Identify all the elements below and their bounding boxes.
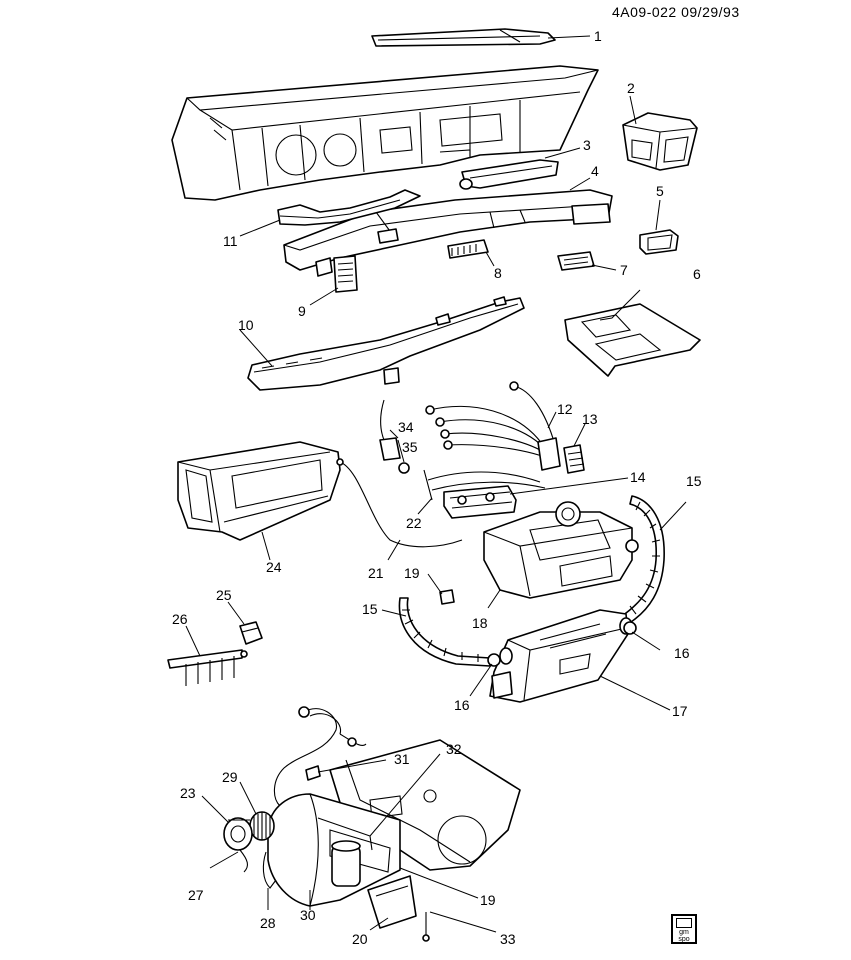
callout-29: 29 [222, 769, 238, 785]
part-26-bracket [167, 649, 248, 686]
drawing-code: 4A09-022 09/29/93 [612, 4, 740, 20]
callout-18: 18 [472, 615, 488, 631]
part-filter-canister [331, 840, 361, 887]
part-5-vent [639, 229, 679, 255]
callout-16-left: 16 [454, 697, 470, 713]
part-24-duct-case [177, 441, 341, 541]
callout-33: 33 [500, 931, 516, 947]
part-3-duct [459, 159, 559, 190]
part-7-vent [557, 251, 595, 271]
callout-27: 27 [188, 887, 204, 903]
callout-15-right: 15 [686, 473, 702, 489]
callout-14: 14 [630, 469, 646, 485]
callout-labels: 1 2 3 4 5 6 7 8 9 10 11 12 13 14 15 15 1… [172, 28, 702, 947]
part-10-trim-panel [247, 296, 525, 391]
callout-20: 20 [352, 931, 368, 947]
part-20-bracket [367, 875, 417, 929]
callout-19-upper: 19 [404, 565, 420, 581]
callout-17: 17 [672, 703, 688, 719]
part-23-blower-motor [223, 817, 253, 851]
leader-lines [185, 35, 687, 933]
callout-15-left: 15 [362, 601, 378, 617]
callout-16-right: 16 [674, 645, 690, 661]
part-16-clamps [487, 621, 637, 667]
callout-11: 11 [223, 233, 238, 249]
wiring-harness [273, 706, 367, 807]
part-8-outlet [447, 239, 489, 259]
callout-10: 10 [238, 317, 254, 333]
callout-34: 34 [398, 419, 414, 435]
callout-31: 31 [394, 751, 410, 767]
callout-6: 6 [693, 266, 701, 282]
callout-5: 5 [656, 183, 664, 199]
part-17-lower-duct [489, 609, 633, 703]
part-31-grommet [305, 765, 321, 781]
callout-7: 7 [620, 262, 628, 278]
part-27-motor-lead [239, 849, 249, 873]
callout-8: 8 [494, 265, 502, 281]
callout-24: 24 [266, 559, 282, 575]
part-34-35-bulb-harness [379, 399, 410, 474]
callout-2: 2 [627, 80, 635, 96]
part-15-hose-left [398, 597, 491, 667]
callout-32: 32 [446, 741, 462, 757]
part-2-side-vent [622, 112, 698, 171]
callout-26: 26 [172, 611, 188, 627]
part-6-bezel [564, 303, 701, 377]
callout-12: 12 [557, 401, 573, 417]
callout-22: 22 [406, 515, 422, 531]
part-21-cable [336, 458, 463, 548]
callout-9: 9 [298, 303, 306, 319]
callout-1: 1 [594, 28, 602, 44]
callout-3: 3 [583, 137, 591, 153]
part-1-defroster-grille [371, 28, 556, 47]
part-28-hose [262, 851, 277, 889]
part-9-outlet [333, 255, 358, 293]
callout-21: 21 [368, 565, 384, 581]
callout-30: 30 [300, 907, 316, 923]
callout-28: 28 [260, 915, 276, 931]
part-12-13-control-cables [425, 381, 585, 474]
callout-35: 35 [402, 439, 418, 455]
callout-25: 25 [216, 587, 232, 603]
instrument-panel [171, 65, 599, 201]
part-11-duct [277, 189, 421, 226]
callout-19-lower: 19 [480, 892, 496, 908]
part-19-clip [439, 589, 455, 605]
part-25-relay [239, 621, 263, 645]
callout-23: 23 [180, 785, 196, 801]
logo-text: gm spo [678, 929, 690, 943]
gm-spo-logo: gm spo [671, 914, 697, 944]
part-18-module [483, 501, 639, 599]
part-4-distribution-duct [283, 189, 613, 277]
part-33-fastener [422, 912, 430, 942]
part-14-control-assembly [423, 469, 546, 519]
part-29-blower-wheel [249, 811, 275, 841]
callout-4: 4 [591, 163, 599, 179]
logo-box-icon [676, 918, 692, 928]
callout-13: 13 [582, 411, 598, 427]
